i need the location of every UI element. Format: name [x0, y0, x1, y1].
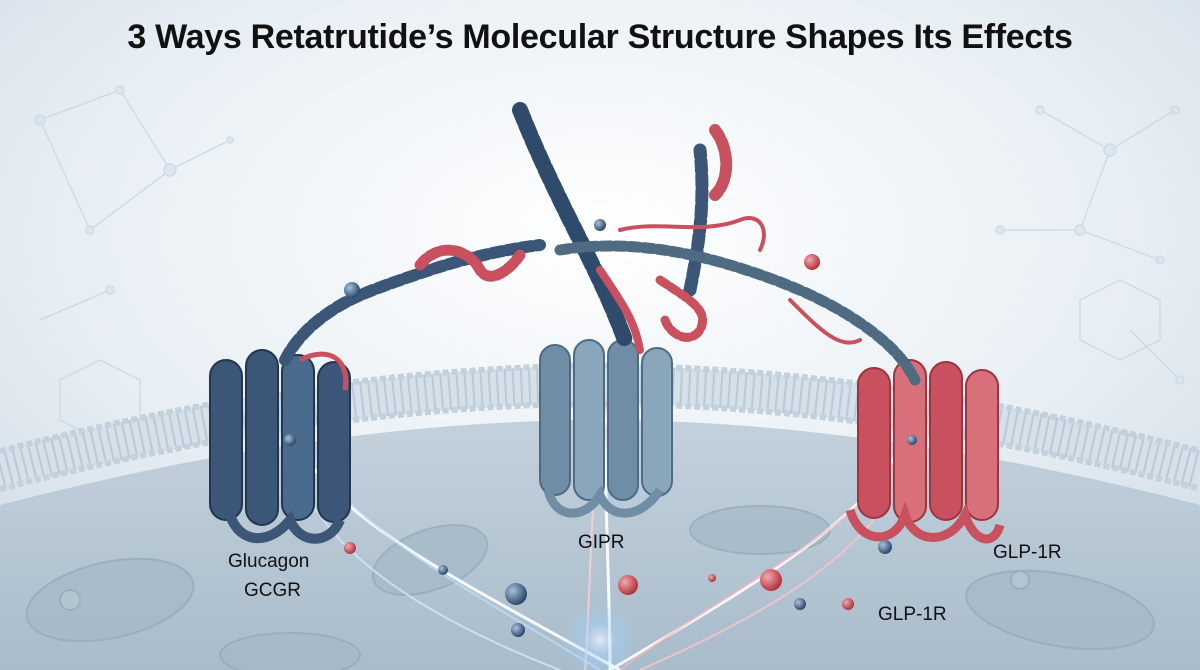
gipr-receptor	[539, 339, 673, 518]
label-glucagon: Glucagon	[228, 551, 310, 572]
chain-beads	[344, 219, 820, 298]
organelles	[25, 505, 1155, 670]
peptide-chains	[279, 102, 921, 386]
page-title: 3 Ways Retatrutide’s Molecular Structure…	[127, 18, 1073, 56]
network-decoration	[34, 85, 1185, 441]
label-gipr: GIPR	[578, 532, 625, 553]
glp1r-receptor	[845, 359, 1005, 544]
label-glp1r-right: GLP-1R	[993, 542, 1062, 563]
gcgr-receptor	[209, 349, 351, 544]
label-glp1r-bottom: GLP-1R	[878, 604, 947, 625]
signal-molecules	[284, 434, 917, 637]
label-gcgr: GCGR	[244, 580, 301, 601]
